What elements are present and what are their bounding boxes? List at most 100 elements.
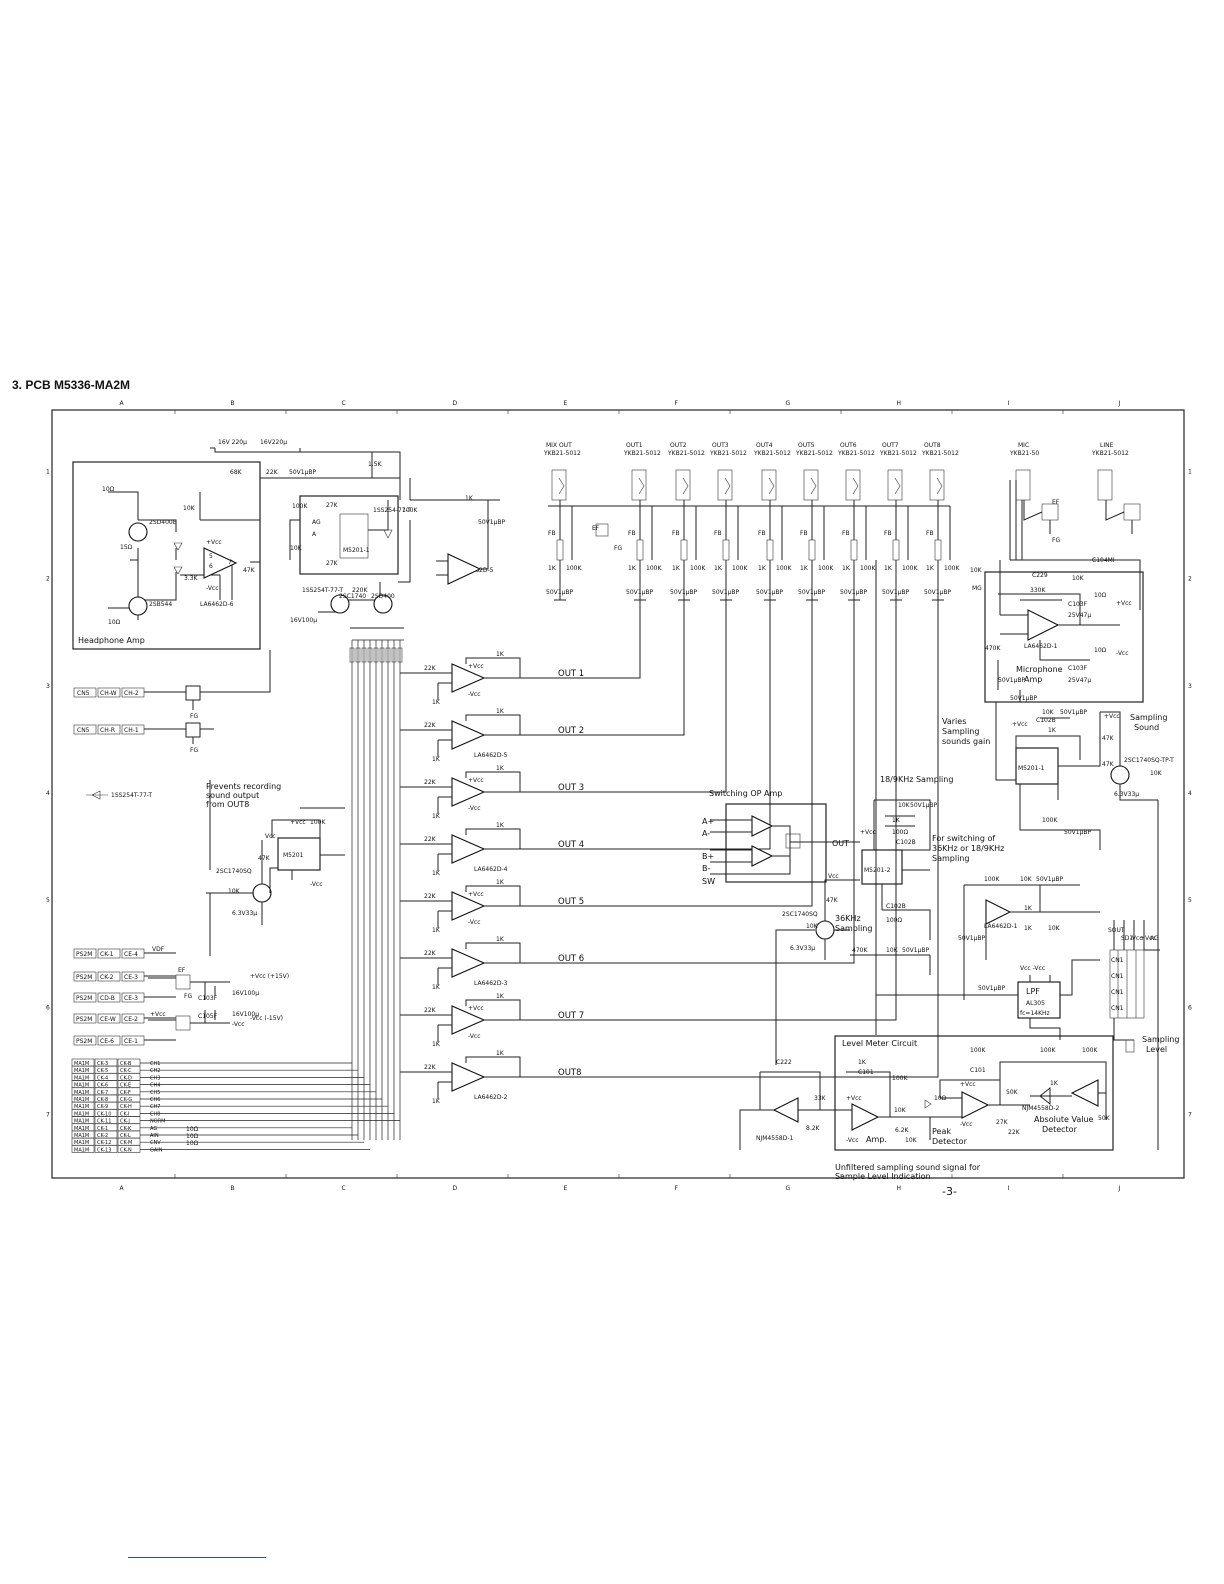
- jack-body: [845, 469, 861, 501]
- jack-fb: FB: [628, 530, 636, 537]
- buffer-res-1k-ground: 1K: [432, 927, 441, 934]
- ma-signal: CH5: [150, 1090, 160, 1096]
- lm-res-100k-d: 100K: [1082, 1047, 1098, 1054]
- s-cap-6v: 6.3V33μ: [790, 945, 815, 952]
- sampling-section: 18/9KHz Sampling For switching of 36KHz …: [775, 775, 1004, 1065]
- rc-sig-3: +Vcc: [1140, 935, 1156, 942]
- jack-part: YKB21-5012: [879, 450, 917, 457]
- ma-pin: CK-9: [97, 1104, 108, 1110]
- ps-filter: EF FG C103F 16V100μ 16V100μ C105F +Vcc -…: [148, 967, 259, 1031]
- sw-input-a-minus: A-: [702, 829, 710, 838]
- ma-signal: CH1: [150, 1061, 160, 1067]
- ma-pin: CK-6: [97, 1083, 108, 1089]
- switching-op-amp: Switching OP Amp A+ A- B+ B- SW OUT: [702, 789, 860, 886]
- ma-res-3: 10Ω: [186, 1140, 199, 1147]
- lm-opamp-1: [772, 1097, 799, 1123]
- jack-body: [803, 469, 819, 501]
- s-res-1k: 1K: [892, 817, 901, 824]
- rc-pin-3: CN1: [1111, 989, 1124, 996]
- ma-ck: CK-K: [120, 1126, 132, 1132]
- jack-fb: FB: [758, 530, 766, 537]
- col-ref-bottom: F: [675, 1185, 679, 1192]
- lm-opamp-4: [1070, 1079, 1099, 1107]
- ma-pin: CK-2: [97, 1133, 108, 1139]
- lpf-cap: 50V1μBP: [978, 985, 1005, 992]
- mic-res-10k-a: 10K: [970, 567, 983, 574]
- hp-cap-16v-2: 16V220μ: [260, 439, 287, 446]
- ma-signal: NORM: [150, 1119, 165, 1125]
- buffer-opamp: [451, 948, 486, 978]
- ps-ce: CE-4: [124, 951, 138, 958]
- jack-body: [929, 469, 945, 501]
- s-plus-vcc: +Vcc: [860, 829, 876, 836]
- cn5-connector-2: CN5 CH-R CH-1: [73, 724, 145, 735]
- ma-label: MA1M: [74, 1104, 89, 1110]
- buffer-res-22k: 22K: [424, 665, 437, 672]
- jack-fb: FB: [800, 530, 808, 537]
- rec-note-1: Prevents recording: [206, 782, 281, 791]
- jack-body: [887, 469, 903, 501]
- jack-part: YKB21-5012: [623, 450, 661, 457]
- mic-cap-25v-b: 25V47μ: [1068, 677, 1091, 684]
- ct-misc: 1SS254-77-T: [373, 507, 411, 514]
- row-ref-right: 7: [1188, 1111, 1192, 1118]
- buffer-res-22k: 22K: [424, 893, 437, 900]
- ma-signal: AG: [150, 1126, 157, 1132]
- jack-fb: FB: [884, 530, 892, 537]
- ps-ce: CE-2: [124, 1016, 138, 1023]
- ma-ck: CK-H: [120, 1104, 132, 1110]
- input-jack-name: LINE: [1100, 442, 1114, 449]
- row-ref-right: 1: [1188, 469, 1192, 476]
- lpf-block: LPF AL305 fc=14KHz Vcc -Vcc 50V1μBP: [875, 560, 1100, 1040]
- sw-input-b-minus: B-: [702, 864, 710, 873]
- ma-pin: CK-13: [97, 1147, 111, 1153]
- ps-signal: +Vcc (+15V): [250, 973, 289, 980]
- jack-fb: FB: [714, 530, 722, 537]
- gain-section: Varies Sampling sounds gain M5201-1 10K …: [942, 702, 1174, 1150]
- lm-res-100k-b: 100K: [970, 1047, 986, 1054]
- rec-res-10k: 10K: [228, 888, 241, 895]
- jack-cap: 50V1μBP: [670, 589, 697, 596]
- buffer-chip-label: LA6462D-4: [474, 866, 508, 873]
- jack-cap: 50V1μBP: [546, 589, 573, 596]
- diode-ref: 1SS254T-77-T: [111, 792, 152, 799]
- hp-res-47k: 47K: [243, 567, 256, 574]
- gain-chip: M5201-1: [1018, 765, 1045, 772]
- buffer-plus-vcc: +Vcc: [468, 1005, 484, 1012]
- jack-cap: 50V1μBP: [756, 589, 783, 596]
- s-res-10k: 10K: [898, 802, 911, 809]
- buffer-res-1k: 1K: [496, 1050, 505, 1057]
- ma-ck: CK-E: [120, 1083, 131, 1089]
- lm-plus-vcc-b: +Vcc: [960, 1081, 976, 1088]
- top-opamp: [447, 553, 482, 585]
- sw-out-label: OUT: [832, 839, 849, 848]
- hp-pin-5: 5: [209, 553, 213, 560]
- hp-pin-6: 6: [209, 563, 213, 570]
- ct-cap-16v: 16V100μ: [290, 617, 317, 624]
- mic-res-330k: 330K: [1030, 587, 1046, 594]
- ma-pin: CK-1: [97, 1126, 108, 1132]
- buffer-res-1k: 1K: [496, 651, 505, 658]
- ct-ag-label: AG: [312, 519, 321, 526]
- right-connector: SOUT SD1 -Vcc +Vcc AG CN1 CN1 CN1 CN1 Sa…: [1108, 920, 1179, 1054]
- jack-part: YKB21-5012: [543, 450, 581, 457]
- buffer-minus-vcc: -Vcc: [468, 805, 481, 812]
- buffer-res-1k-ground: 1K: [432, 984, 441, 991]
- ma-ck: CK-N: [120, 1147, 132, 1153]
- mic-chip: LA6462D-1: [1024, 643, 1058, 650]
- mic-c229: C229: [1032, 572, 1048, 579]
- cn5-signal-2: CH-1: [124, 727, 139, 734]
- ma-pin: CK-7: [97, 1090, 108, 1096]
- row-ref-left: 7: [46, 1111, 50, 1118]
- lm-minus-vcc: -Vcc: [846, 1137, 859, 1144]
- jack-res-100k: 100K: [944, 565, 960, 572]
- input-jack-part: YKB21-50: [1009, 450, 1039, 457]
- ma-label: MA1M: [74, 1061, 89, 1067]
- s-cap-50v-b: 50V1μBP: [902, 947, 929, 954]
